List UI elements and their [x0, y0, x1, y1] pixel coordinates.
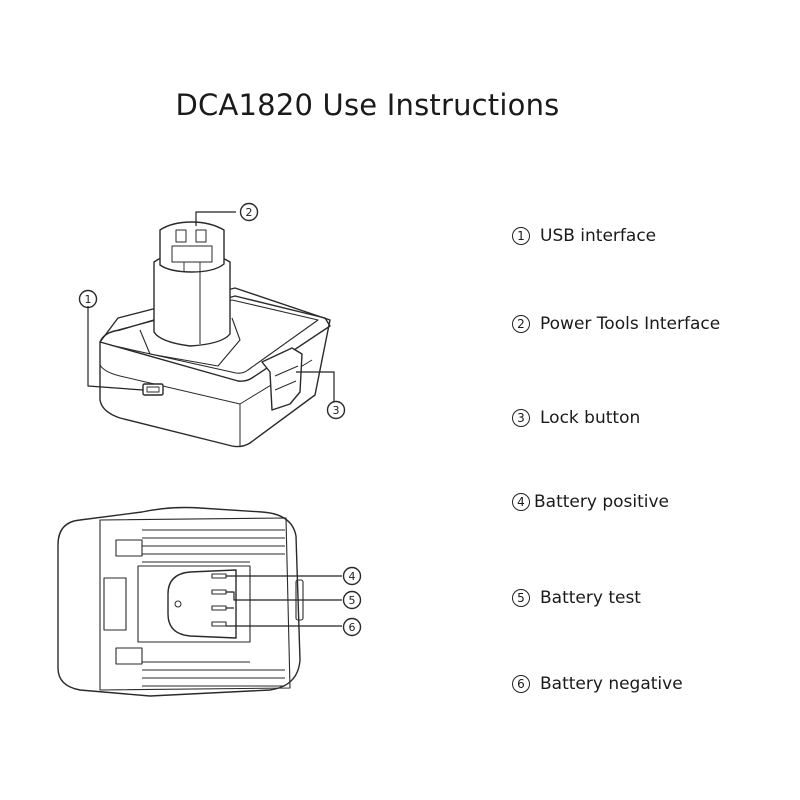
adapter-base-rim — [99, 295, 331, 382]
usb-port-shape — [142, 383, 164, 396]
callout-5: 5 — [342, 590, 362, 610]
lock-button-shape — [261, 347, 303, 411]
legend-number: 4 — [512, 493, 530, 511]
bottom-view-leaders — [226, 575, 342, 627]
legend-label: Battery positive — [534, 492, 670, 512]
legend-item-power-tools-interface: 2 Power Tools Interface — [512, 314, 720, 334]
tower-cap — [159, 221, 225, 273]
bottom-inner-plate — [99, 517, 291, 691]
legend-number: 1 — [512, 227, 530, 245]
legend-label: Power Tools Interface — [540, 314, 721, 334]
callout-2: 2 — [239, 202, 259, 222]
adapter-bottom-view — [57, 506, 304, 697]
legend-item-lock-button: 3 Lock button — [512, 408, 640, 428]
legend-label: Lock button — [540, 408, 641, 428]
callout-1: 1 — [78, 289, 98, 309]
legend-number: 3 — [512, 409, 530, 427]
callout-6: 6 — [342, 617, 362, 637]
terminal-tongue — [167, 569, 237, 639]
callout-2-number: 2 — [246, 206, 253, 219]
legend-number: 5 — [512, 589, 530, 607]
legend-number: 2 — [512, 315, 530, 333]
legend-label: USB interface — [540, 226, 657, 246]
callout-4: 4 — [342, 566, 362, 586]
top-view-leaders — [87, 211, 335, 402]
legend-item-battery-positive: 4 Battery positive — [512, 492, 669, 512]
legend-item-battery-test: 5 Battery test — [512, 588, 641, 608]
callout-5-number: 5 — [349, 594, 356, 607]
adapter-perspective-view — [99, 221, 331, 448]
legend-label: Battery test — [540, 588, 641, 608]
callout-3: 3 — [326, 400, 346, 420]
callout-4-number: 4 — [349, 570, 356, 583]
legend-item-battery-negative: 6 Battery negative — [512, 674, 683, 694]
legend-item-usb-interface: 1 USB interface — [512, 226, 656, 246]
legend-number: 6 — [512, 675, 530, 693]
legend-label: Battery negative — [540, 674, 683, 694]
callout-6-number: 6 — [349, 621, 356, 634]
callout-3-number: 3 — [333, 404, 340, 417]
page-title: DCA1820 Use Instructions — [175, 88, 560, 122]
callout-1-number: 1 — [85, 293, 92, 306]
